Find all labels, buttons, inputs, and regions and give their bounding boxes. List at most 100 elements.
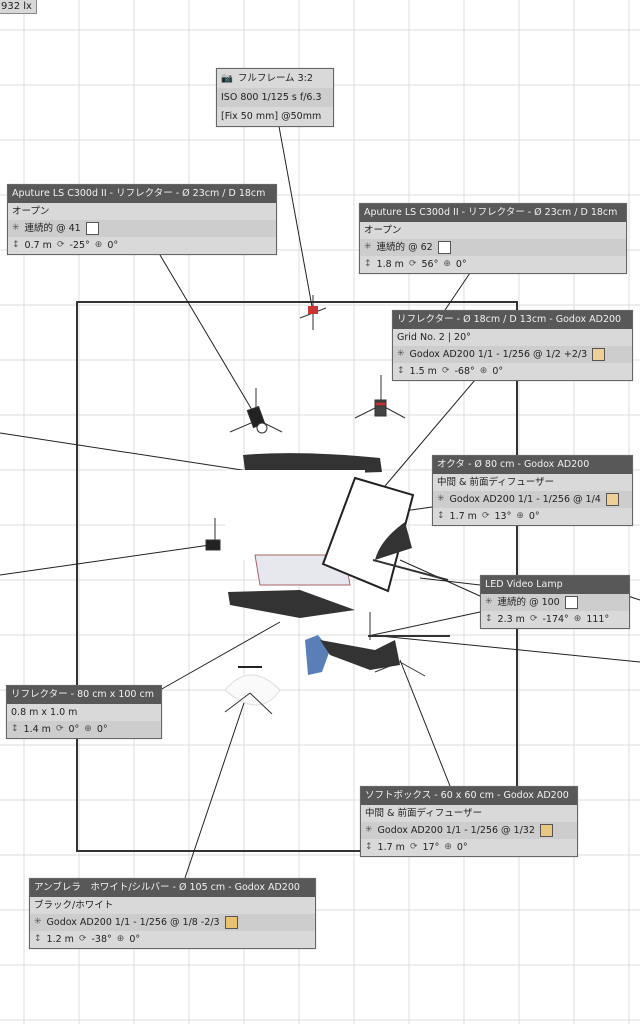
rotation-value: 0° [129, 934, 141, 945]
height-icon: ↕ [11, 724, 19, 734]
modifier-label: ブラック/ホワイト [34, 900, 114, 911]
power-value: 連続的 @ 41 [24, 223, 81, 234]
power-icon: ✳ [365, 825, 373, 835]
camera-icon: 📷 [221, 73, 233, 84]
rotation-icon: ⊕ [84, 724, 92, 734]
tilt-value: 0° [68, 724, 80, 735]
power-value: Godox AD200 1/1 - 1/256 @ 1/4 [449, 494, 601, 505]
height-value: 0.7 m [24, 240, 52, 251]
power-value: 連続的 @ 62 [376, 242, 433, 253]
rotation-icon: ⊕ [516, 511, 524, 521]
camera-info-panel[interactable]: 📷 フルフレーム 3:2 ISO 800 1/125 s f/6.3 [Fix 5… [216, 68, 334, 127]
rotation-value: 0° [107, 240, 119, 251]
panel-title: Aputure LS C300d II - リフレクター - Ø 23cm / … [8, 185, 276, 203]
tilt-icon: ⟳ [408, 259, 417, 269]
height-icon: ↕ [34, 934, 42, 944]
rotation-icon: ⊕ [573, 614, 582, 624]
light-stand-aputure-right[interactable] [354, 375, 406, 419]
tilt-icon: ⟳ [55, 724, 64, 734]
tilt-icon: ⟳ [78, 934, 87, 944]
tilt-value: 17° [422, 842, 440, 853]
rotation-value: 0° [455, 259, 467, 270]
rotation-value: 111° [586, 614, 610, 625]
height-icon: ↕ [12, 240, 20, 250]
rotation-value: 0° [96, 724, 108, 735]
reflector-panel[interactable]: リフレクター - 80 cm x 100 cm 0.8 m x 1.0 m ↕ 1… [6, 685, 162, 739]
camera-lens: [Fix 50 mm] @50mm [221, 111, 322, 122]
camera-exposure: ISO 800 1/125 s f/6.3 [221, 92, 322, 103]
light-panel-reflector-grid[interactable]: リフレクター - Ø 18cm / D 13cm - Godox AD200 G… [392, 310, 633, 381]
light-panel-aputure-right[interactable]: Aputure LS C300d II - リフレクター - Ø 23cm / … [359, 203, 627, 274]
rotation-icon: ⊕ [116, 934, 125, 944]
camera-sensor: フルフレーム 3:2 [237, 73, 313, 84]
tilt-value: -68° [454, 366, 475, 377]
height-value: 2.3 m [497, 614, 525, 625]
umbrella-light[interactable] [224, 666, 281, 715]
tilt-value: -174° [542, 614, 569, 625]
panel-title: LED Video Lamp [481, 576, 629, 594]
power-value: Godox AD200 1/1 - 1/256 @ 1/2 +2/3 [409, 349, 588, 360]
background-paper-black-top [243, 453, 382, 474]
power-icon: ✳ [397, 349, 405, 359]
light-panel-aputure-left[interactable]: Aputure LS C300d II - リフレクター - Ø 23cm / … [7, 184, 277, 255]
height-icon: ↕ [397, 366, 405, 376]
height-icon: ↕ [365, 842, 373, 852]
height-value: 1.5 m [409, 366, 437, 377]
height-value: 1.8 m [376, 259, 404, 270]
height-value: 1.4 m [23, 724, 51, 735]
height-value: 1.2 m [46, 934, 74, 945]
tilt-icon: ⟳ [481, 511, 490, 521]
rotation-icon: ⊕ [443, 259, 451, 269]
color-swatch [85, 222, 99, 235]
color-swatch [224, 916, 238, 929]
height-icon: ↕ [437, 511, 445, 521]
light-panel-octa[interactable]: オクタ - Ø 80 cm - Godox AD200 中間 & 前面ディフュー… [432, 455, 633, 526]
tilt-icon: ⟳ [409, 842, 418, 852]
light-panel-umbrella[interactable]: アンブレラ ホワイト/シルバー - Ø 105 cm - Godox AD200… [29, 878, 316, 949]
height-icon: ↕ [485, 614, 493, 624]
tilt-value: -25° [69, 240, 90, 251]
softbox-stand[interactable] [368, 612, 450, 677]
modifier-label: Grid No. 2 | 20° [397, 332, 471, 343]
color-swatch [539, 824, 553, 837]
rotation-value: 0° [456, 842, 468, 853]
color-swatch [437, 241, 451, 254]
tilt-value: -38° [91, 934, 112, 945]
tilt-icon: ⟳ [529, 614, 538, 624]
modifier-label: オープン [364, 225, 402, 236]
height-value: 1.7 m [377, 842, 405, 853]
power-icon: ✳ [437, 494, 445, 504]
color-swatch [592, 348, 606, 361]
rotation-icon: ⊕ [479, 366, 488, 376]
power-value: Godox AD200 1/1 - 1/256 @ 1/32 [377, 825, 535, 836]
tilt-icon: ⟳ [56, 240, 65, 250]
subject-person [305, 635, 400, 675]
rotation-value: 0° [492, 366, 504, 377]
modifier-label: 中間 & 前面ディフューザー [437, 477, 555, 488]
panel-title: オクタ - Ø 80 cm - Godox AD200 [433, 456, 632, 474]
rotation-icon: ⊕ [94, 240, 103, 250]
power-icon: ✳ [34, 917, 42, 927]
power-value: Godox AD200 1/1 - 1/256 @ 1/8 -2/3 [46, 917, 220, 928]
light-panel-softbox[interactable]: ソフトボックス - 60 x 60 cm - Godox AD200 中間 & … [360, 786, 578, 857]
rotation-icon: ⊕ [444, 842, 452, 852]
panel-title: リフレクター - 80 cm x 100 cm [7, 686, 161, 704]
rotation-value: 0° [528, 511, 540, 522]
camera-position[interactable] [299, 295, 327, 330]
tilt-value: 56° [421, 259, 439, 270]
octa-softbox[interactable] [321, 476, 449, 593]
light-stand-left-wall[interactable] [205, 518, 221, 551]
panel-title: リフレクター - Ø 18cm / D 13cm - Godox AD200 [393, 311, 632, 329]
power-icon: ✳ [485, 597, 493, 607]
panel-title: ソフトボックス - 60 x 60 cm - Godox AD200 [361, 787, 577, 805]
color-swatch [605, 493, 619, 506]
tilt-value: 13° [494, 511, 512, 522]
modifier-label: オープン [12, 206, 50, 217]
light-stand-aputure-left[interactable] [229, 388, 283, 434]
color-swatch [564, 596, 578, 609]
panel-title: Aputure LS C300d II - リフレクター - Ø 23cm / … [360, 204, 626, 222]
tilt-icon: ⟳ [441, 366, 450, 376]
light-panel-led[interactable]: LED Video Lamp ✳連続的 @ 100 ↕2.3 m⟳-174°⊕1… [480, 575, 630, 629]
height-icon: ↕ [364, 259, 372, 269]
reflector-size: 0.8 m x 1.0 m [11, 707, 78, 718]
